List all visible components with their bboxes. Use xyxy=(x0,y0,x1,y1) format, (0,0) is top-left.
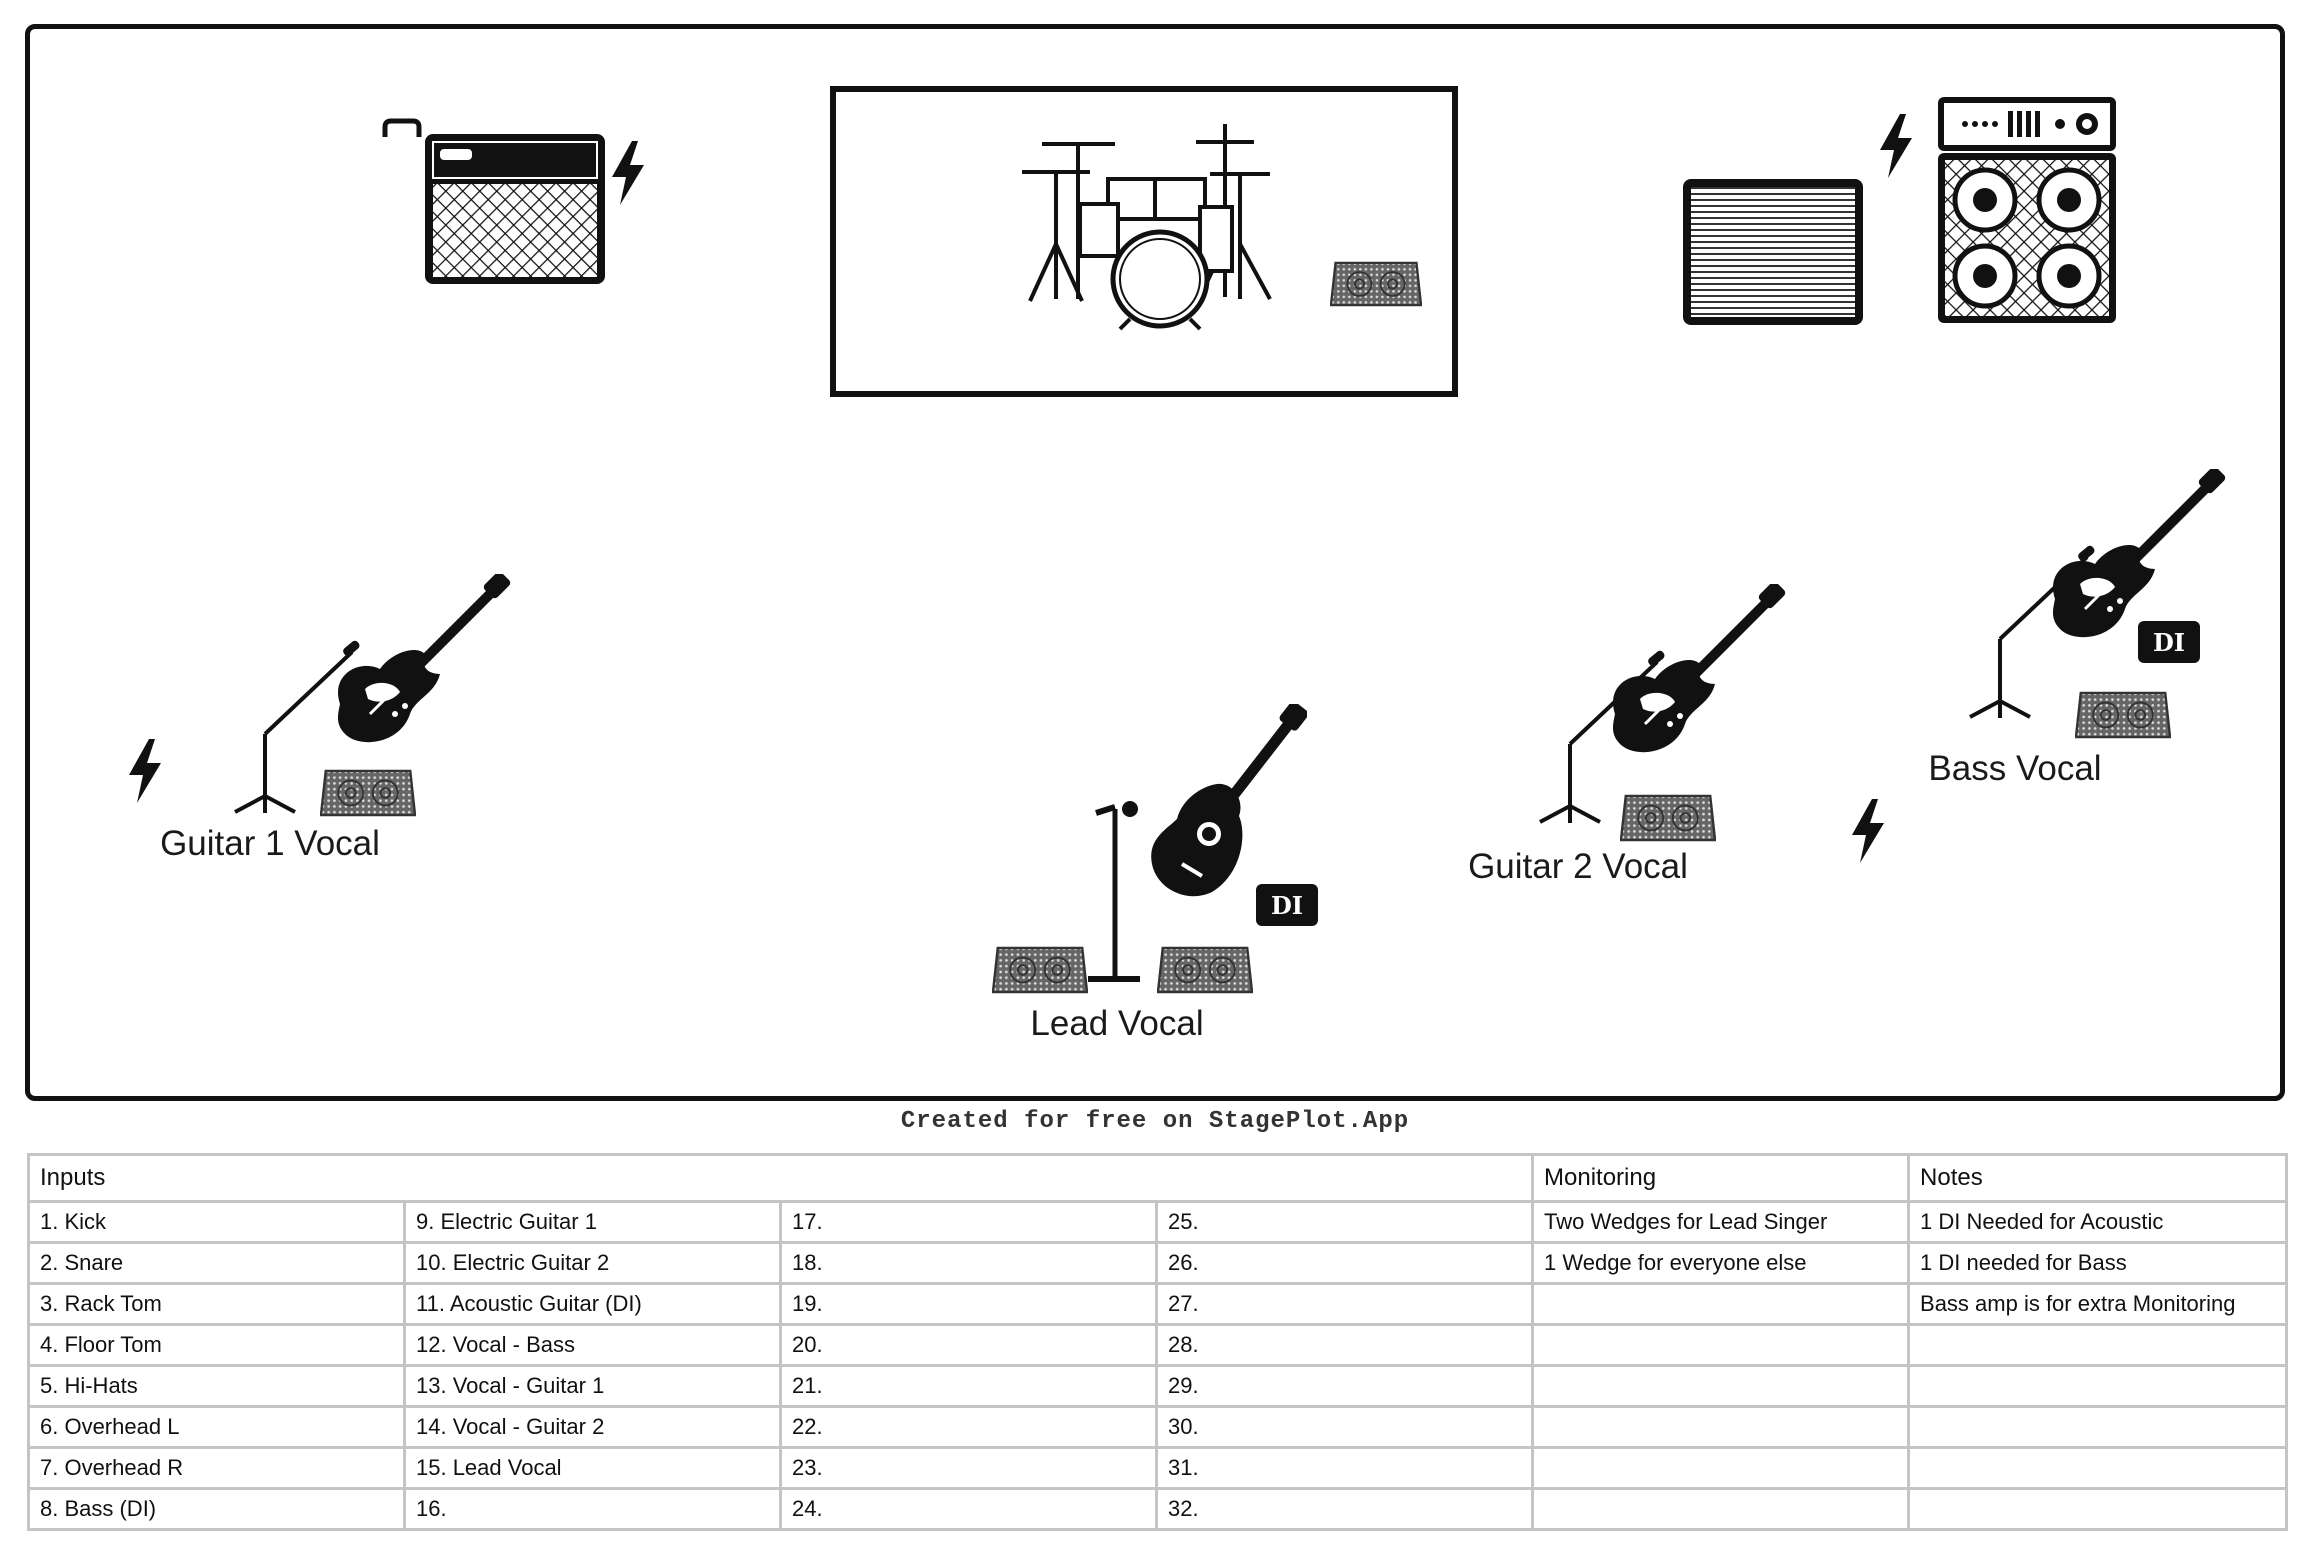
input-cell: 4. Floor Tom xyxy=(27,1323,406,1367)
monitor-wedge xyxy=(320,769,416,817)
input-cell: 24. xyxy=(779,1487,1158,1531)
input-cell: 30. xyxy=(1154,1405,1535,1449)
bass-guitar-icon xyxy=(2053,465,2227,637)
di-box: DI xyxy=(2138,621,2200,663)
bass-vocal-label: Bass Vocal xyxy=(1928,749,2102,788)
monitoring-cell xyxy=(1531,1446,1911,1490)
input-cell: 3. Rack Tom xyxy=(27,1282,406,1326)
stage-plot: DI DI Guitar 1 Vocal Lead Vocal Guitar 2… xyxy=(25,24,2285,1101)
drum-monitor-wedge xyxy=(1330,261,1422,307)
notes-cell: Bass amp is for extra Monitoring xyxy=(1907,1282,2289,1326)
input-cell: 17. xyxy=(779,1200,1158,1244)
input-cell: 32. xyxy=(1154,1487,1535,1531)
monitoring-cell xyxy=(1531,1323,1911,1367)
input-cell: 13. Vocal - Guitar 1 xyxy=(403,1364,782,1408)
input-cell: 12. Vocal - Bass xyxy=(403,1323,782,1367)
notes-cell: 1 DI Needed for Acoustic xyxy=(1907,1200,2289,1244)
lead-monitor-wedge-right xyxy=(1157,946,1253,994)
notes-cell xyxy=(1907,1323,2289,1367)
di-badge-text: DI xyxy=(2153,628,2185,657)
table-header-row: Inputs Monitoring Notes xyxy=(26,1153,2289,1203)
power-icon xyxy=(1880,114,1912,178)
input-cell: 6. Overhead L xyxy=(27,1405,406,1449)
inputs-header: Inputs xyxy=(26,1153,1535,1203)
input-cell: 27. xyxy=(1154,1282,1535,1326)
guitar-1-vocal-label: Guitar 1 Vocal xyxy=(160,824,380,863)
credit-line: Created for free on StagePlot.App xyxy=(900,1108,1410,1135)
lead-monitor-wedge-left xyxy=(992,946,1088,994)
input-cell: 26. xyxy=(1154,1241,1535,1285)
drum-riser xyxy=(830,86,1458,397)
monitoring-cell xyxy=(1531,1405,1911,1449)
table-row: 8. Bass (DI)16.24.32. xyxy=(27,1487,2289,1531)
input-cell: 18. xyxy=(779,1241,1158,1285)
monitor-wedge xyxy=(2075,691,2171,739)
notes-header: Notes xyxy=(1907,1153,2289,1203)
monitor-wedge xyxy=(1620,794,1716,842)
monitoring-cell xyxy=(1531,1364,1911,1408)
monitoring-cell: Two Wedges for Lead Singer xyxy=(1531,1200,1911,1244)
guitar-1-amp xyxy=(382,118,605,284)
stage-diagram: DI DI xyxy=(129,86,2280,994)
di-box: DI xyxy=(1256,884,1318,926)
power-icon xyxy=(612,141,644,205)
notes-cell xyxy=(1907,1364,2289,1408)
notes-cell xyxy=(1907,1446,2289,1490)
guitar-2-vocal-label: Guitar 2 Vocal xyxy=(1468,847,1688,886)
input-cell: 5. Hi-Hats xyxy=(27,1364,406,1408)
power-icon xyxy=(129,739,161,803)
input-cell: 22. xyxy=(779,1405,1158,1449)
electric-guitar-icon xyxy=(1613,580,1787,752)
monitoring-cell xyxy=(1531,1487,1911,1531)
input-cell: 16. xyxy=(403,1487,782,1531)
input-cell: 7. Overhead R xyxy=(27,1446,406,1490)
monitoring-cell xyxy=(1531,1282,1911,1326)
input-cell: 11. Acoustic Guitar (DI) xyxy=(403,1282,782,1326)
input-cell: 19. xyxy=(779,1282,1158,1326)
lead-vocal-label: Lead Vocal xyxy=(1030,1004,1204,1043)
acoustic-guitar-icon xyxy=(1151,700,1310,896)
input-cell: 9. Electric Guitar 1 xyxy=(403,1200,782,1244)
input-cell: 31. xyxy=(1154,1446,1535,1490)
input-cell: 29. xyxy=(1154,1364,1535,1408)
electric-guitar-icon xyxy=(338,570,512,742)
input-cell: 1. Kick xyxy=(27,1200,406,1244)
notes-cell xyxy=(1907,1405,2289,1449)
input-cell: 28. xyxy=(1154,1323,1535,1367)
drum-kit-icon xyxy=(1022,124,1272,331)
monitoring-cell: 1 Wedge for everyone else xyxy=(1531,1241,1911,1285)
input-cell: 2. Snare xyxy=(27,1241,406,1285)
input-cell: 15. Lead Vocal xyxy=(403,1446,782,1490)
bass-amp-cabinet xyxy=(1938,97,2116,323)
input-cell: 8. Bass (DI) xyxy=(27,1487,406,1531)
power-icon xyxy=(1852,799,1884,863)
input-cell: 14. Vocal - Guitar 2 xyxy=(403,1405,782,1449)
monitoring-header: Monitoring xyxy=(1531,1153,1911,1203)
notes-cell: 1 DI needed for Bass xyxy=(1907,1241,2289,1285)
input-cell: 25. xyxy=(1154,1200,1535,1244)
lead-vocal-mic-stand-icon xyxy=(1088,801,1140,982)
input-cell: 10. Electric Guitar 2 xyxy=(403,1241,782,1285)
di-badge-text: DI xyxy=(1271,891,1303,920)
input-cell: 20. xyxy=(779,1323,1158,1367)
guitar-2-amp xyxy=(1683,179,1863,325)
notes-cell xyxy=(1907,1487,2289,1531)
input-cell: 23. xyxy=(779,1446,1158,1490)
input-cell: 21. xyxy=(779,1364,1158,1408)
